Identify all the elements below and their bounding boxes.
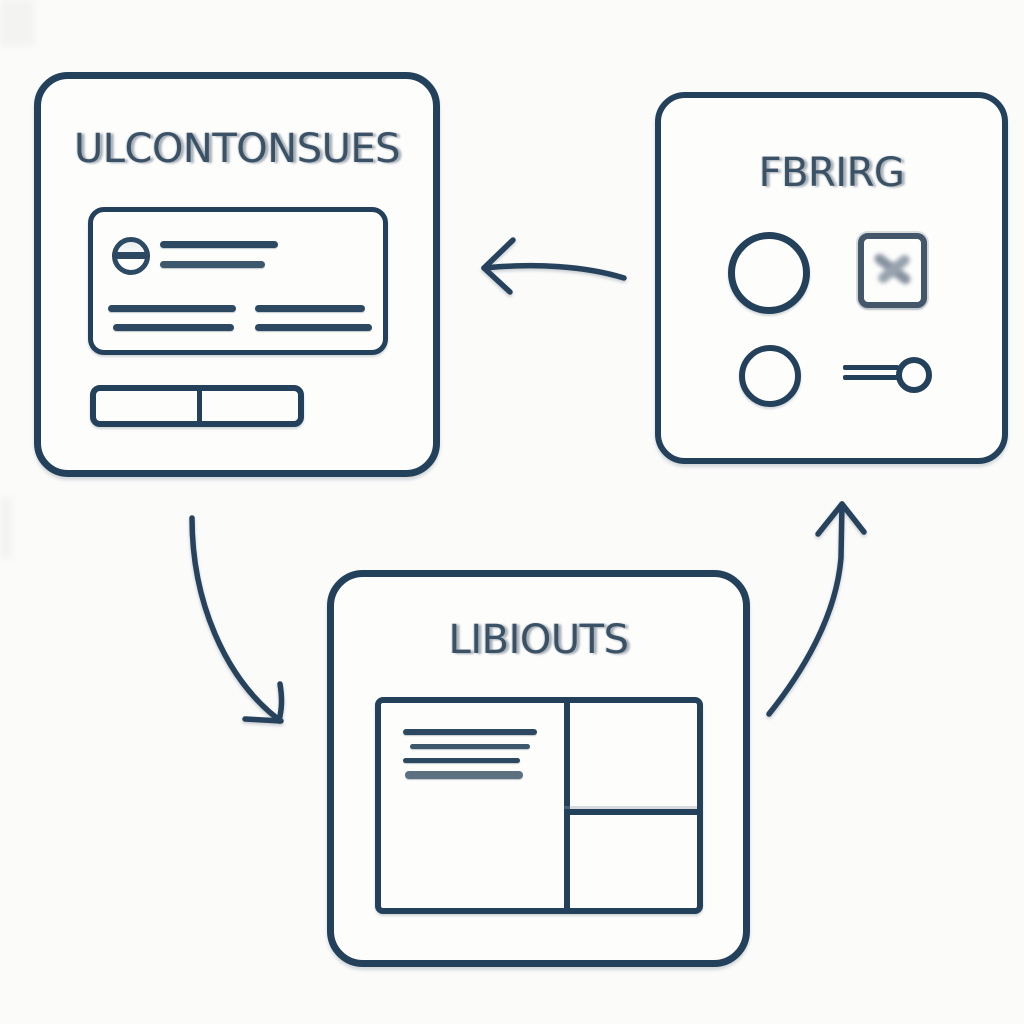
ui-components-box: ULCONTONSUES — [34, 72, 440, 477]
split-layout-icon — [375, 697, 703, 914]
arrow-controls-to-components — [481, 237, 627, 295]
layouts-box: LIBIOUTS — [327, 570, 750, 967]
text-line — [403, 729, 537, 735]
ui-components-title: ULCONTONSUES — [73, 126, 401, 172]
avatar-line — [112, 252, 150, 259]
text-line — [160, 261, 265, 268]
checkbox-x-icon — [858, 233, 927, 308]
circle-small-icon — [739, 345, 801, 407]
text-line — [410, 744, 530, 749]
paper-smudge — [0, 0, 34, 46]
text-line — [113, 324, 234, 331]
button-bar — [90, 385, 304, 427]
text-line — [403, 758, 520, 763]
arrow-components-to-layouts — [189, 515, 285, 724]
layout-vertical-divider — [564, 703, 570, 908]
text-line — [255, 324, 372, 331]
controls-title: FBRIRG — [758, 150, 905, 196]
text-line — [405, 771, 523, 779]
text-line — [255, 305, 365, 312]
paper-smudge — [0, 497, 12, 559]
arrow-layouts-to-controls — [766, 501, 867, 717]
slider-track-icon — [843, 375, 899, 380]
controls-box: FBRIRG — [655, 92, 1008, 464]
button-divider — [197, 391, 202, 421]
layout-horizontal-divider — [564, 809, 697, 815]
layouts-title: LIBIOUTS — [448, 617, 629, 663]
card-wireframe — [88, 207, 388, 355]
circle-large-icon — [728, 232, 810, 314]
slider-track-icon — [843, 365, 899, 370]
text-line — [160, 241, 278, 248]
slider-knob-icon — [896, 357, 932, 393]
text-line — [108, 305, 236, 312]
